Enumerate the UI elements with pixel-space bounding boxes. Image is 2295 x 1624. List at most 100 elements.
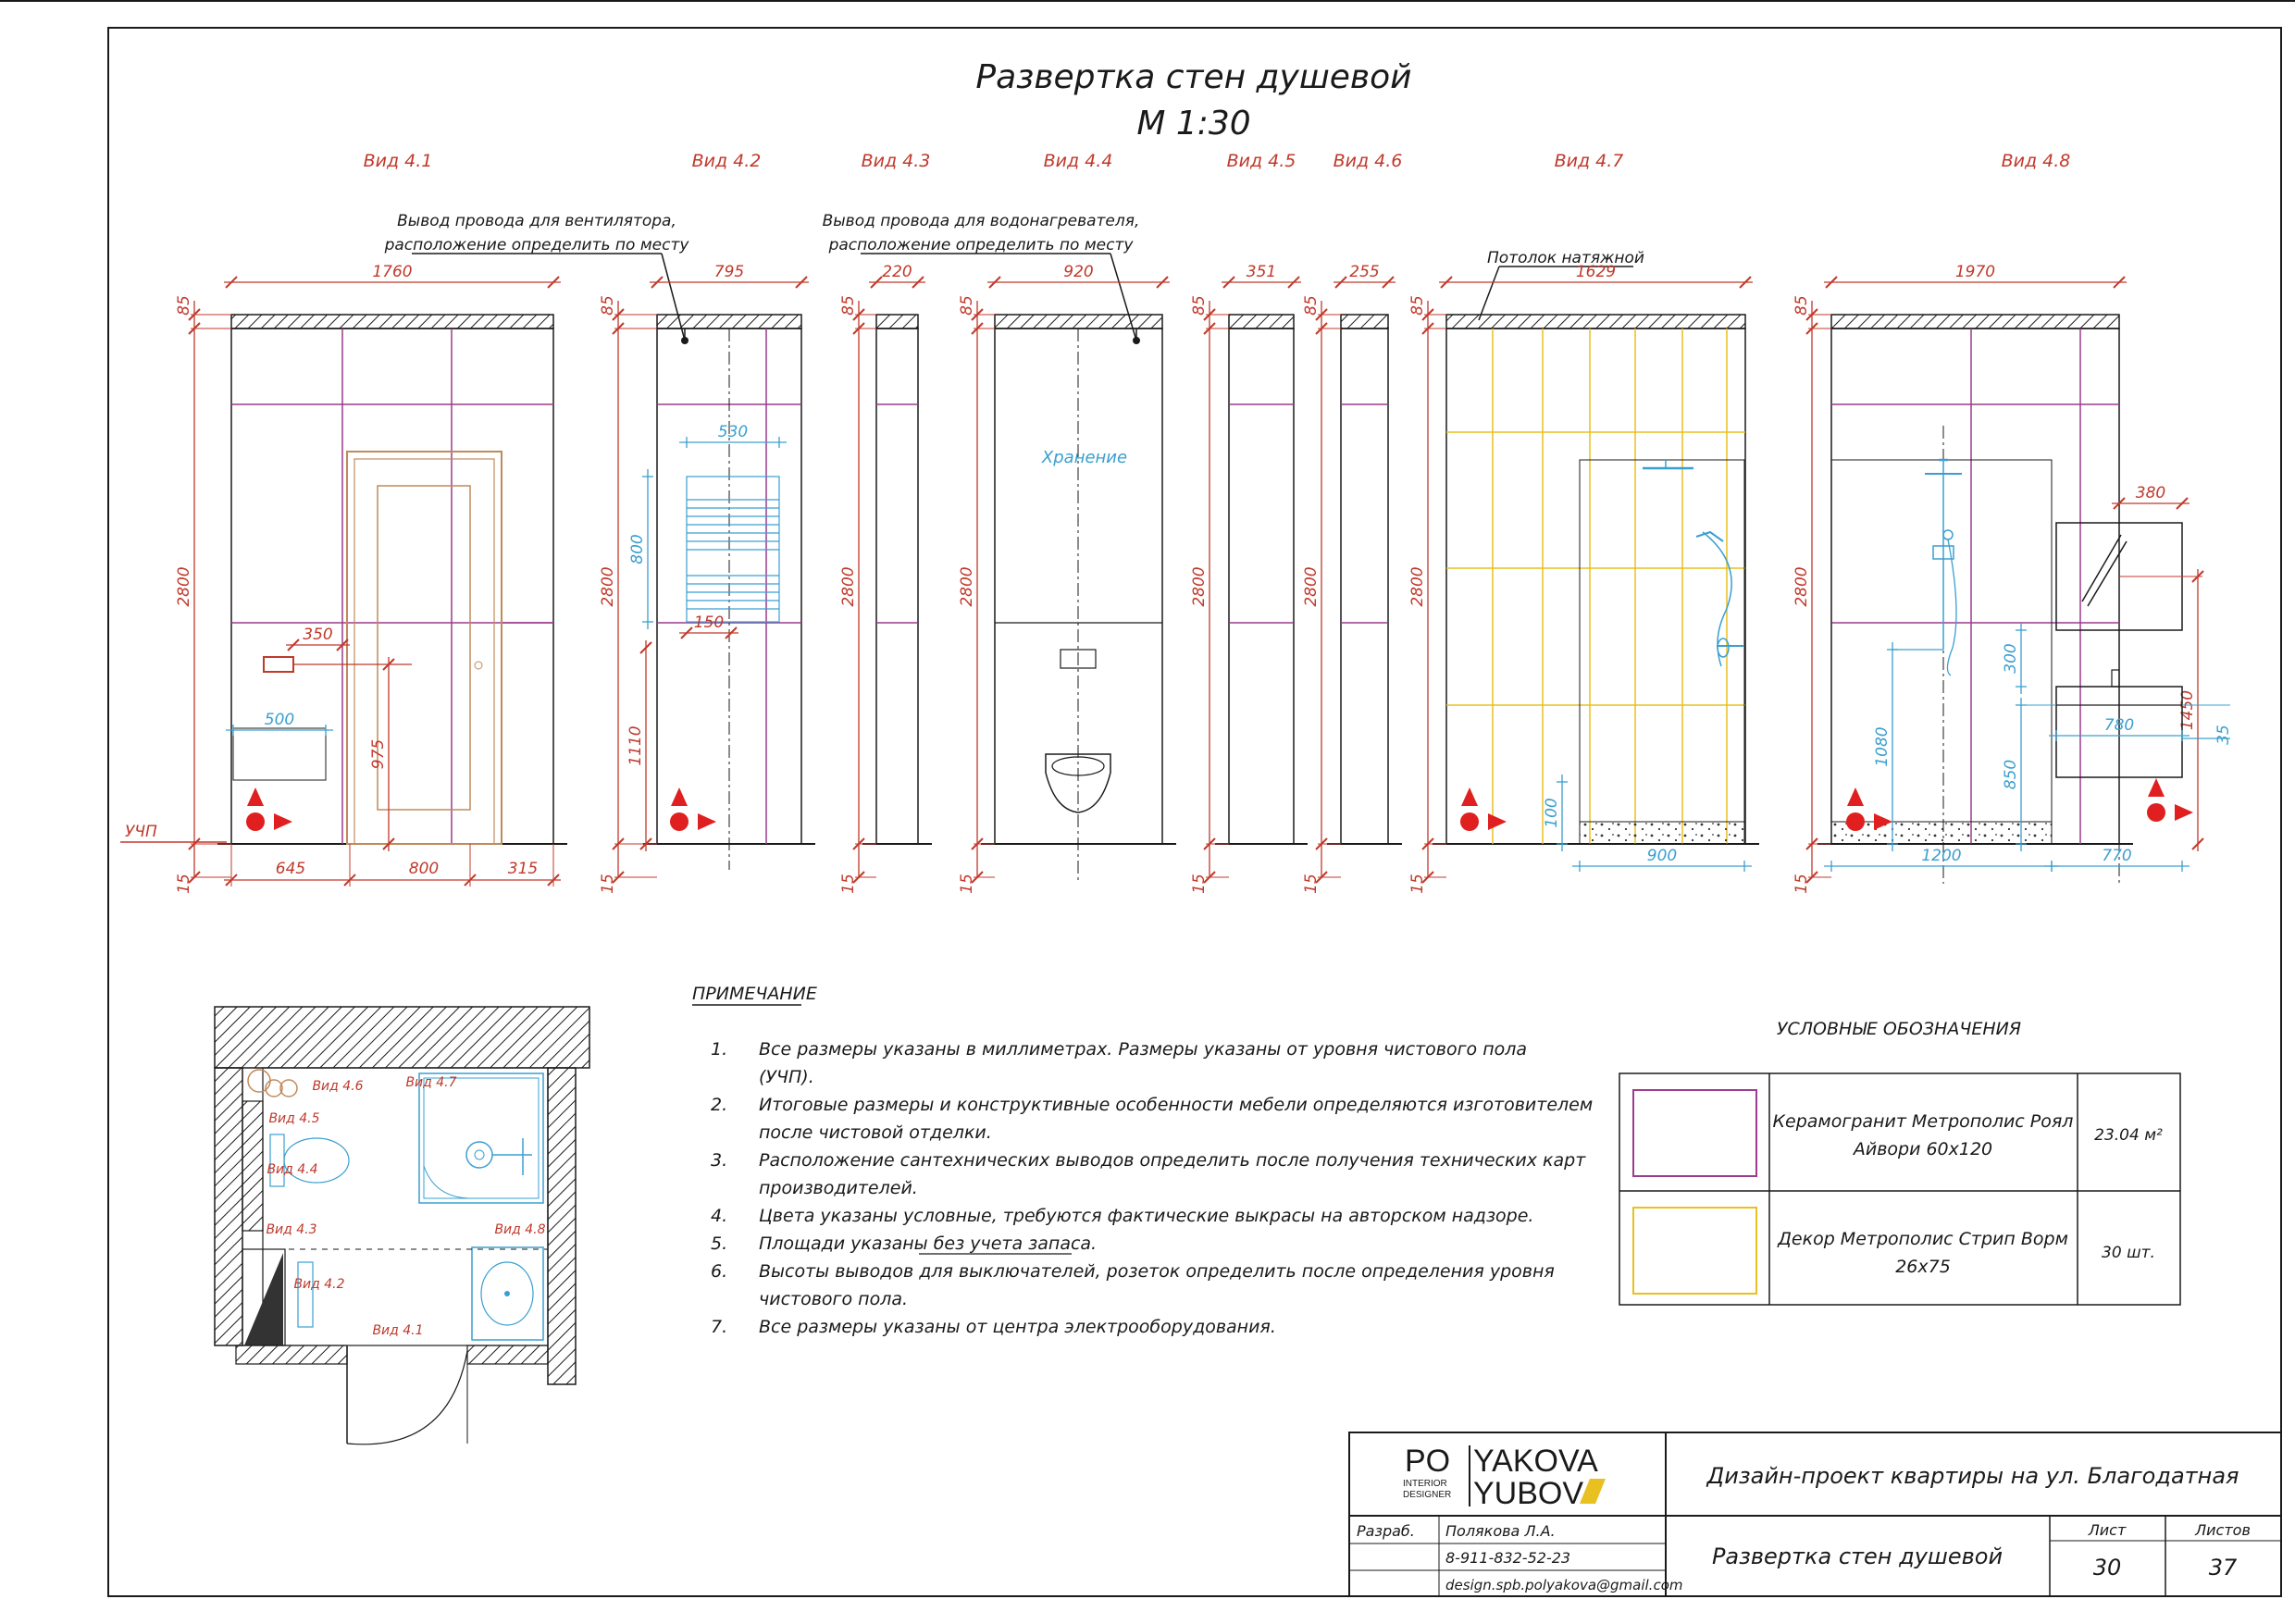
dimension-tick [639, 837, 652, 850]
dimension-label: 150 [694, 614, 724, 632]
dimension-label: 2800 [175, 566, 193, 606]
plan-view-label: Вид 4.8 [494, 1222, 545, 1237]
dimension-tick [1440, 276, 1453, 289]
dimension-tick [870, 276, 883, 289]
dimension-label: 770 [2102, 847, 2131, 865]
legend-title: УСЛОВНЫЕ ОБОЗНАЧЕНИЯ [1777, 1019, 2021, 1039]
dimension-label: 1629 [1576, 263, 1616, 281]
dimension-tick [795, 276, 808, 289]
wall-outline [1445, 328, 1746, 845]
dimension-label: 351 [1247, 263, 1276, 281]
view-direction-marker [246, 812, 265, 831]
dimension-label: 2800 [1302, 566, 1321, 606]
dimension-tick [988, 276, 1001, 289]
note-text: Цвета указаны условные, требуются фактич… [759, 1206, 1533, 1226]
view-label: Вид 4.6 [1334, 151, 1403, 171]
wall-outline [1340, 328, 1389, 845]
door-handle [474, 661, 483, 670]
dimension-label: 220 [882, 263, 912, 281]
view-direction-marker [671, 787, 688, 806]
view-label: Вид 4.4 [1044, 151, 1113, 171]
note-number: 3. [711, 1150, 727, 1171]
dimension-label: 15 [599, 874, 617, 894]
dimension-label: 2800 [1190, 566, 1209, 606]
toilet-seat [1051, 756, 1105, 776]
logo-text: DESIGNER [1403, 1490, 1451, 1500]
logo-text: YUBOV [1473, 1476, 1583, 1511]
view-direction-marker [247, 787, 264, 806]
note-number: 6. [711, 1261, 727, 1282]
door-frame [346, 451, 502, 845]
note-text: Все размеры указаны в миллиметрах. Разме… [759, 1039, 1527, 1060]
note-number: 4. [711, 1206, 727, 1226]
title-block: PO YAKOVA INTERIOR DESIGNER YUBOV Дизайн… [1348, 1432, 2282, 1597]
note-text: чистового пола. [759, 1289, 908, 1309]
dimension-tick [1287, 276, 1300, 289]
dimension-tick [651, 276, 664, 289]
dimension-label: 350 [303, 626, 332, 644]
callout-fan: Вывод провода для вентилятора, расположе… [384, 212, 689, 341]
note-number: 1. [711, 1039, 727, 1060]
wire-outlet [1133, 337, 1140, 344]
dimension-label: 2800 [958, 566, 976, 606]
note-text: после чистовой отделки. [759, 1122, 992, 1143]
shower-handset [1942, 529, 1954, 540]
line [2081, 534, 2122, 602]
dimension-label: 900 [1647, 847, 1677, 865]
dimension-tick [382, 837, 395, 850]
legend-material: Декор Метрополис Стрип Ворм [1777, 1229, 2068, 1249]
dimension-tick [2113, 497, 2126, 510]
wall-outline [875, 328, 919, 845]
plan-view-label: Вид 4.3 [266, 1222, 316, 1237]
dimension-label: 255 [1349, 263, 1379, 281]
view-direction-marker [274, 813, 292, 830]
view-label: Вид 4.7 [1555, 151, 1624, 171]
dimension-label: 1200 [1921, 847, 1961, 865]
dimension-label: 35 [2214, 725, 2233, 745]
ceiling-hatch [230, 314, 554, 329]
dimension-label: 315 [508, 860, 538, 878]
dimension-label: 975 [369, 739, 388, 769]
dimension-label: 85 [599, 295, 617, 316]
logo-text: INTERIOR [1403, 1479, 1447, 1489]
dimension-label: 1970 [1955, 263, 1995, 281]
view-label: Вид 4.3 [862, 151, 931, 171]
dimension-label: 85 [958, 295, 976, 316]
view-direction-marker [1460, 812, 1479, 831]
wire-outlet [681, 337, 688, 344]
note-number: 2. [711, 1095, 727, 1115]
legend-quantity: 30 шт. [2102, 1244, 2155, 1262]
legend-block: УСЛОВНЫЕ ОБОЗНАЧЕНИЯ Керамогранит Метроп… [1619, 1019, 2181, 1306]
ceiling-hatch [656, 314, 802, 329]
flush-button [1060, 649, 1097, 669]
dimension-label: 15 [175, 874, 193, 894]
note-number: 5. [711, 1233, 727, 1254]
shower-hose [1946, 539, 1957, 676]
author-email: design.spb.polyakova@gmail.com [1445, 1577, 1683, 1593]
sheets-label: Листов [2194, 1521, 2251, 1539]
dimension-label: 100 [1543, 798, 1561, 827]
view-direction-marker [670, 812, 688, 831]
dimension-label: 1450 [2178, 690, 2197, 730]
dimension-tick [2191, 837, 2204, 850]
storage-label: Хранение [1041, 448, 1127, 467]
dimension-label: 380 [2136, 484, 2165, 502]
shower-glass [1579, 459, 1745, 845]
dimension-label: 2800 [1408, 566, 1427, 606]
dimension-tick [336, 638, 349, 651]
ceiling-hatch [1445, 314, 1746, 329]
door-panel [377, 485, 471, 811]
ceiling-hatch [994, 314, 1163, 329]
panel-outline [232, 727, 327, 781]
ceiling-hatch [875, 314, 919, 329]
view-label: Вид 4.5 [1227, 151, 1296, 171]
dimension-label: 920 [1063, 263, 1093, 281]
legend-material: Айвори 60х120 [1852, 1139, 1992, 1159]
note-text: (УЧП). [759, 1067, 814, 1087]
author-name: Полякова Л.А. [1445, 1522, 1556, 1540]
view-label: Вид 4.8 [2002, 151, 2071, 171]
dimension-label: 1760 [372, 263, 412, 281]
legend-quantity: 23.04 м² [2094, 1126, 2163, 1145]
